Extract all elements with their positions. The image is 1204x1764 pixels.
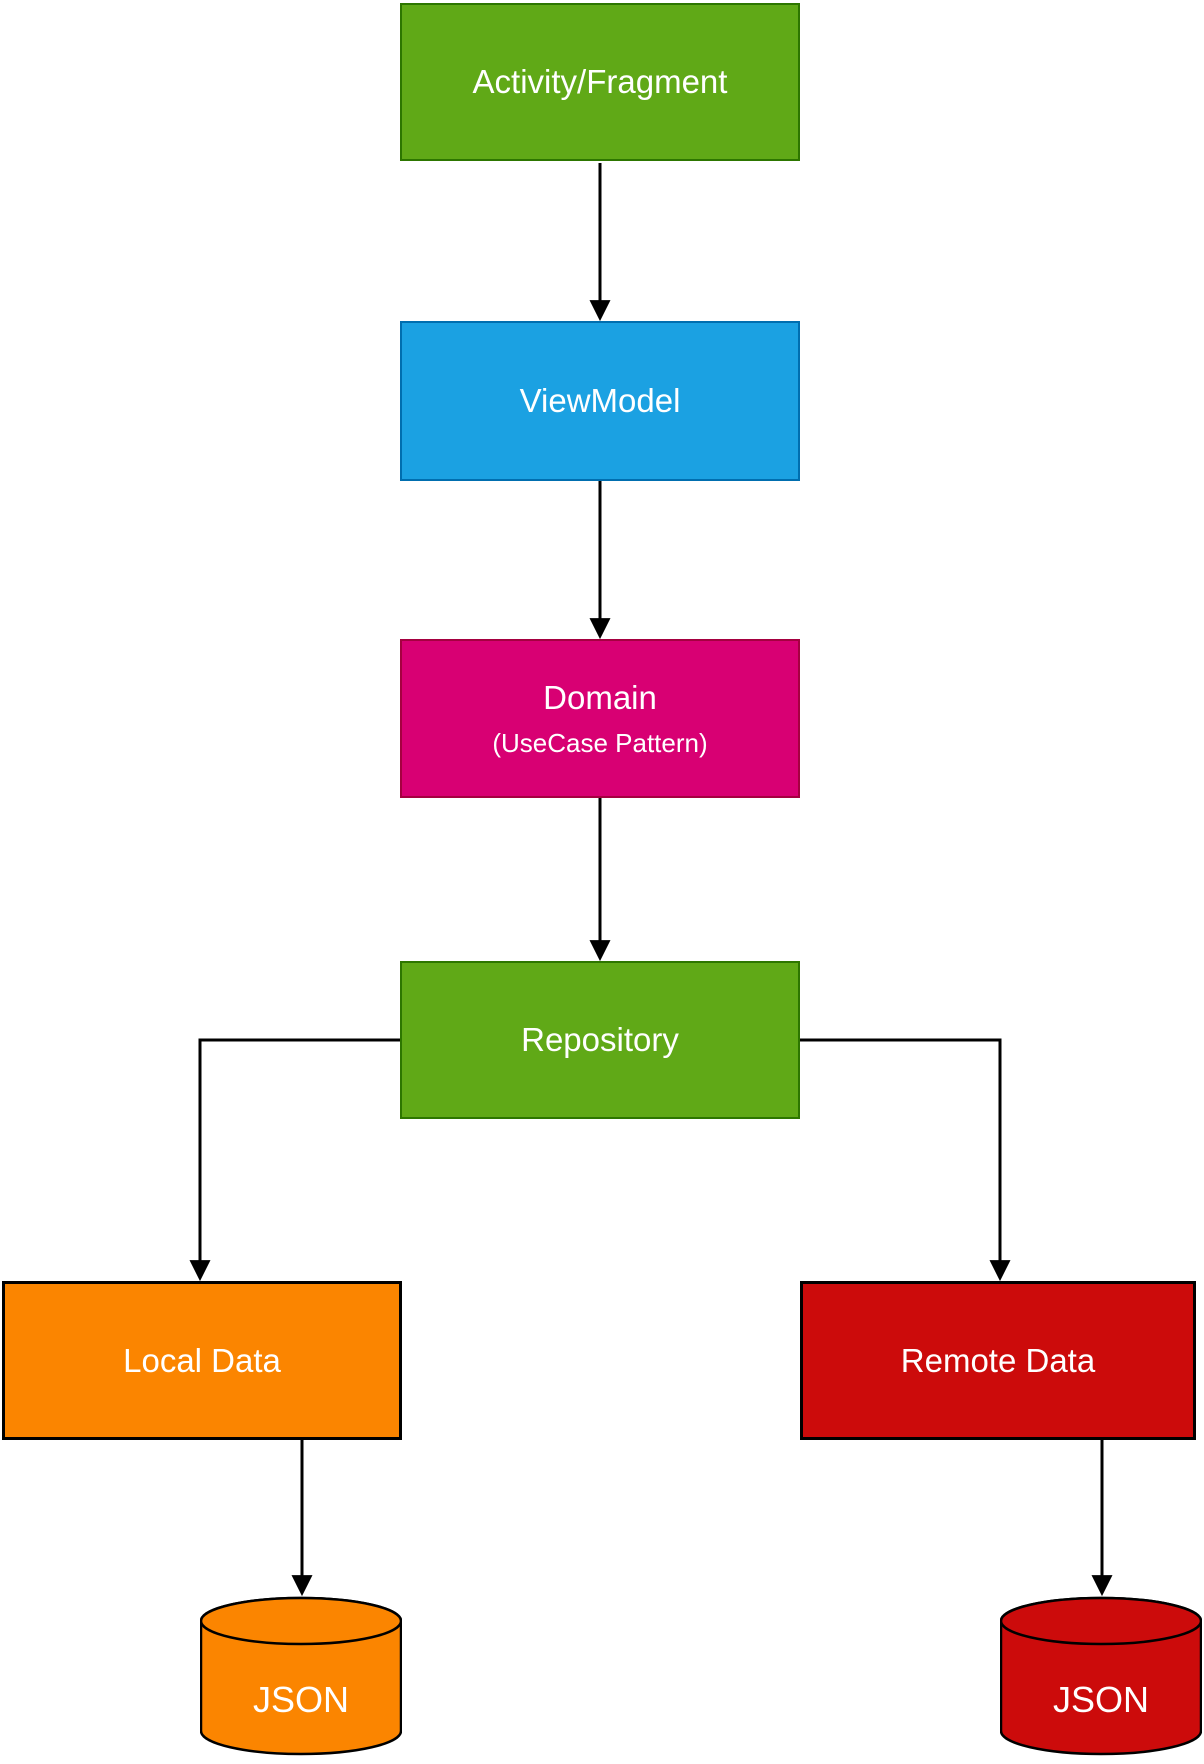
node-domain-sublabel: (UseCase Pattern) xyxy=(492,727,708,758)
node-domain: Domain (UseCase Pattern) xyxy=(400,639,800,798)
database-cylinder-top xyxy=(1000,1596,1202,1646)
node-local-json-label: JSON xyxy=(252,1679,349,1720)
node-local-json-database: JSON xyxy=(200,1596,402,1756)
edge-repository-to-local-data xyxy=(189,1038,400,1282)
node-local-data: Local Data xyxy=(2,1281,402,1440)
database-cylinder-top xyxy=(200,1596,402,1646)
node-repository-label: Repository xyxy=(521,1021,679,1059)
node-activity-fragment-label: Activity/Fragment xyxy=(472,63,728,101)
node-local-data-label: Local Data xyxy=(123,1341,281,1379)
node-remote-data: Remote Data xyxy=(800,1281,1196,1440)
node-remote-json-database: JSON xyxy=(1000,1596,1202,1756)
node-viewmodel: ViewModel xyxy=(400,321,800,481)
node-remote-json-label: JSON xyxy=(1052,1679,1149,1720)
node-viewmodel-label: ViewModel xyxy=(519,382,681,420)
edge-repository-to-remote-data xyxy=(800,1038,1011,1282)
node-repository: Repository xyxy=(400,961,800,1119)
node-domain-label: Domain xyxy=(543,679,657,717)
node-activity-fragment: Activity/Fragment xyxy=(400,3,800,161)
node-remote-data-label: Remote Data xyxy=(900,1341,1096,1379)
